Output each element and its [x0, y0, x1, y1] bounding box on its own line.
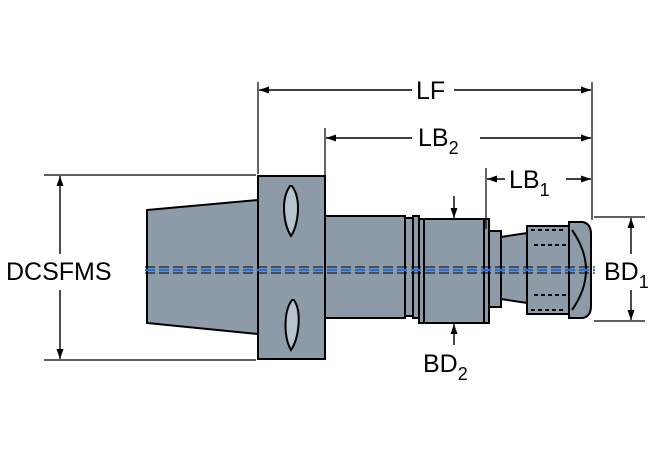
dimension-lines	[56, 86, 635, 359]
dimension-labels: LF LB2 LB1 DCSFMS BD1 BD2	[6, 77, 649, 384]
tool-body	[145, 175, 595, 360]
bd2-label: BD2	[423, 350, 468, 384]
dcsfms-label: DCSFMS	[6, 258, 112, 286]
collet	[526, 225, 570, 315]
neck-taper	[500, 231, 528, 305]
drive-slot-lower	[284, 299, 300, 352]
lb1-label: LB1	[509, 166, 550, 200]
extension-lines	[44, 82, 645, 361]
lb2-label: LB2	[418, 124, 459, 158]
drive-slot-upper	[283, 185, 299, 238]
bd1-label: BD1	[604, 258, 649, 292]
lf-label: LF	[416, 77, 445, 105]
